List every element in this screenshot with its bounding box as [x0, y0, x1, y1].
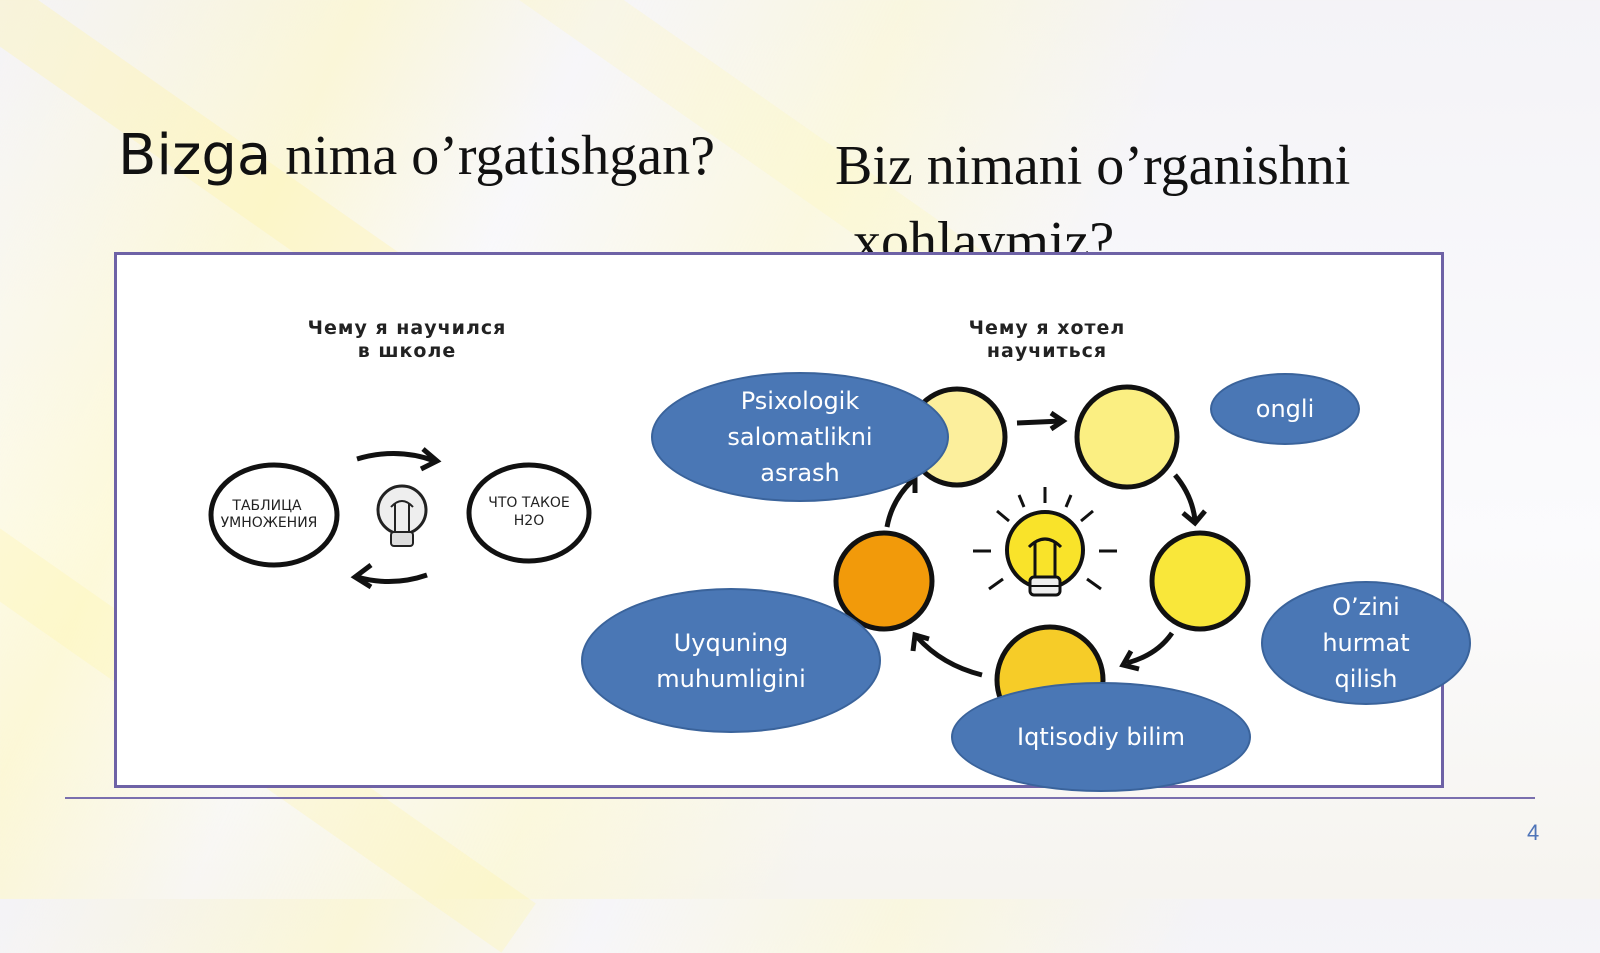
title-right: Biz nimani o’rganishni xohlaymiz? — [835, 128, 1350, 280]
right-circle-left — [833, 530, 935, 632]
title-left-rest: nima o’rgatishgan? — [271, 125, 715, 187]
left-circle-2: ЧТО ТАКОЕ H2O — [466, 462, 592, 564]
oval-uyquning: Uyquning muhumligini — [581, 588, 881, 733]
right-heading: Чему я хотел научиться — [917, 317, 1177, 363]
left-circle-1: ТАБЛИЦА УМНОЖЕНИЯ — [208, 462, 340, 568]
left-circle2-line2: H2O — [514, 513, 544, 529]
right-circle-top-right — [1074, 384, 1180, 490]
oval-ozini-line1: O’zini — [1332, 593, 1400, 621]
oval-iqtisodiy-text: Iqtisodiy bilim — [1017, 723, 1185, 751]
left-circle1-line2: УМНОЖЕНИЯ — [221, 515, 318, 531]
oval-psixologik-line2: salomatlikni — [727, 423, 873, 451]
diagram-frame: Чему я научился в школе ТАБЛИЦА УМНОЖЕНИ… — [114, 252, 1471, 792]
title-left-first-word: Bizga — [118, 123, 272, 188]
oval-ozini-line2: hurmat — [1322, 629, 1410, 657]
oval-ozini-line3: qilish — [1334, 665, 1398, 693]
left-circle2-line1: ЧТО ТАКОЕ — [488, 495, 570, 511]
left-arrow-right — [356, 447, 442, 472]
page-number: 4 — [1527, 820, 1540, 845]
left-circle1-line1: ТАБЛИЦА — [231, 498, 302, 514]
right-bulb-icon — [973, 487, 1117, 597]
title-right-line1: Biz nimani o’rganishni — [835, 135, 1351, 197]
oval-ongli-text: ongli — [1255, 395, 1315, 423]
right-heading-line2: научиться — [986, 340, 1108, 362]
title-left: Bizga nima o’rgatishgan? — [118, 122, 715, 188]
left-heading: Чему я научился в школе — [277, 317, 537, 363]
right-heading-line1: Чему я хотел — [968, 317, 1126, 339]
oval-ozini: O’zini hurmat qilish — [1261, 581, 1471, 705]
left-heading-line1: Чему я научился — [307, 317, 507, 339]
oval-psixologik-line3: asrash — [760, 459, 840, 487]
left-bulb-icon — [376, 484, 428, 547]
oval-uyquning-line2: muhumligini — [656, 664, 806, 693]
oval-iqtisodiy: Iqtisodiy bilim — [951, 682, 1251, 792]
footer-rule — [65, 797, 1535, 799]
oval-ongli: ongli — [1210, 373, 1360, 445]
oval-psixologik-line1: Psixologik — [740, 387, 860, 415]
oval-psixologik: Psixologik salomatlikni asrash — [651, 372, 949, 502]
right-circle-right — [1149, 530, 1251, 632]
left-cycle-graphic: ТАБЛИЦА УМНОЖЕНИЯ ЧТО ТАКОЕ H2O — [208, 384, 1251, 736]
left-arrow-left — [350, 563, 428, 590]
oval-uyquning-line1: Uyquning — [673, 628, 789, 657]
right-arrows — [884, 410, 1207, 678]
left-heading-line2: в школе — [357, 340, 457, 362]
